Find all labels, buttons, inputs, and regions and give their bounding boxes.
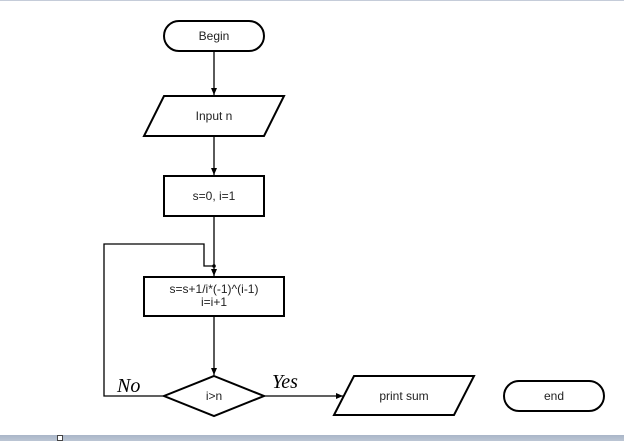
node-input[interactable]: Input n bbox=[142, 95, 286, 137]
begin-label: Begin bbox=[199, 29, 230, 43]
resize-handle[interactable] bbox=[57, 435, 63, 441]
output-shape bbox=[332, 375, 476, 416]
loop-body-line2: i=i+1 bbox=[201, 295, 227, 309]
end-label: end bbox=[544, 389, 564, 403]
loop-body-shape bbox=[143, 276, 285, 317]
begin-shape bbox=[163, 20, 265, 52]
condition-label: i>n bbox=[206, 389, 222, 403]
node-loop-body[interactable]: s=s+1/i*(-1)^(i-1) i=i+1 bbox=[143, 276, 285, 317]
condition-shape bbox=[161, 374, 267, 418]
end-shape bbox=[503, 380, 605, 412]
branch-yes-label: Yes bbox=[272, 371, 298, 393]
init-shape bbox=[163, 175, 265, 217]
junction-dot bbox=[212, 264, 216, 268]
branch-no-label: No bbox=[116, 375, 140, 397]
loop-body-line1: s=s+1/i*(-1)^(i-1) bbox=[170, 282, 259, 296]
top-border bbox=[0, 0, 624, 1]
horizontal-scrollbar[interactable] bbox=[0, 435, 624, 441]
edge-condition-no-loopback bbox=[103, 243, 214, 397]
node-condition[interactable]: i>n bbox=[161, 374, 267, 418]
init-label: s=0, i=1 bbox=[193, 189, 236, 203]
input-label: Input n bbox=[196, 109, 233, 123]
node-output[interactable]: print sum bbox=[332, 375, 476, 416]
output-label: print sum bbox=[379, 389, 428, 403]
node-end[interactable]: end bbox=[503, 380, 605, 412]
node-init[interactable]: s=0, i=1 bbox=[163, 175, 265, 217]
node-begin[interactable]: Begin bbox=[163, 20, 265, 52]
input-shape bbox=[142, 95, 286, 137]
